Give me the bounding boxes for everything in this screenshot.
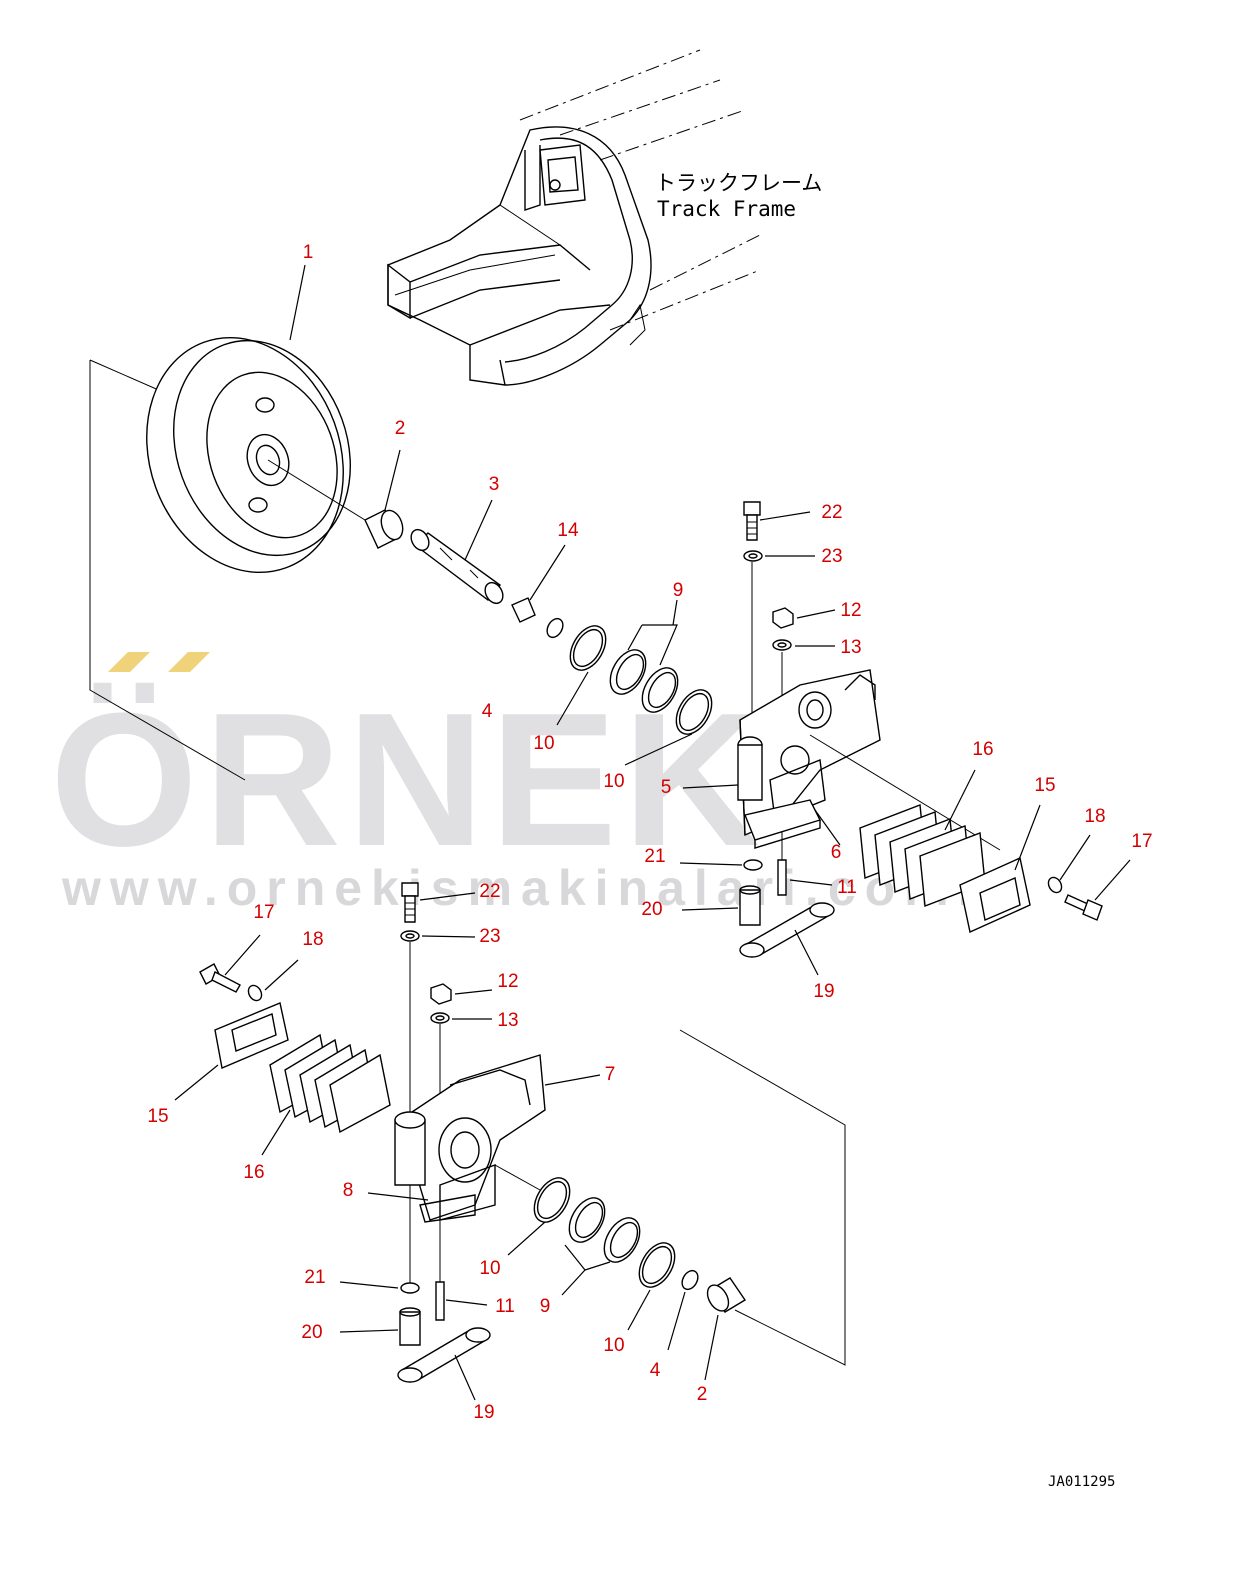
track-frame <box>387 49 761 386</box>
upper-lower-components <box>739 859 835 958</box>
callout-4: 4 <box>650 1360 661 1381</box>
o-ring-small-upper <box>546 617 564 639</box>
callout-16: 16 <box>243 1162 264 1183</box>
callout-22: 22 <box>479 881 500 902</box>
callout-9: 9 <box>540 1296 551 1317</box>
callout-5: 5 <box>661 777 672 798</box>
callout-10: 10 <box>603 1335 624 1356</box>
callout-16: 16 <box>972 739 993 760</box>
bushing-lower <box>706 1277 746 1313</box>
plug <box>511 597 536 623</box>
leader-lines <box>174 264 1131 1401</box>
callout-8: 8 <box>343 1180 354 1201</box>
callout-20: 20 <box>301 1322 322 1343</box>
umlaut-mark-left <box>108 652 150 672</box>
callout-22: 22 <box>821 502 842 523</box>
callout-10: 10 <box>603 771 624 792</box>
idler-shaft <box>410 528 504 605</box>
o-ring-small-lower <box>681 1269 699 1291</box>
callout-14: 14 <box>557 520 579 541</box>
bearing-housing-upper <box>737 669 1001 851</box>
umlaut-mark-right <box>168 652 210 672</box>
bracket-lower <box>214 1002 289 1069</box>
frame-label-en: Track Frame <box>657 197 796 221</box>
callout-19: 19 <box>473 1402 494 1423</box>
callout-4: 4 <box>482 701 493 722</box>
watermark-brand: ÖRNEK <box>50 674 766 886</box>
callout-2: 2 <box>697 1384 708 1405</box>
callout-1: 1 <box>303 242 314 263</box>
callout-10: 10 <box>479 1258 500 1279</box>
bolt-lower-left <box>199 963 241 993</box>
callout-15: 15 <box>1034 775 1055 796</box>
drawing-code: JA011295 <box>1048 1474 1115 1490</box>
callout-6: 6 <box>831 842 842 863</box>
callout-3: 3 <box>489 474 500 495</box>
lower-bottom-components <box>397 1281 491 1383</box>
callout-2: 2 <box>395 418 406 439</box>
callout-23: 23 <box>479 926 500 947</box>
bushing-upper <box>364 509 404 549</box>
callout-13: 13 <box>497 1010 518 1031</box>
bearing-housing-lower <box>394 1054 546 1223</box>
callout-21: 21 <box>644 846 665 867</box>
shims-upper <box>859 804 986 907</box>
lower-fastener-stack <box>400 882 452 1290</box>
callout-11: 11 <box>495 1296 515 1317</box>
washer-lower-left <box>247 984 263 1002</box>
seal-rings-lower <box>533 1177 676 1288</box>
watermark: ÖRNEK www.ornekismakinalari.com.tr <box>50 652 1026 916</box>
washer-upper-right <box>1047 876 1063 894</box>
idler-wheel <box>146 336 366 574</box>
callout-12: 12 <box>497 971 518 992</box>
frame-label-jp: トラックフレーム <box>655 171 822 195</box>
callout-10: 10 <box>533 733 554 754</box>
callout-18: 18 <box>302 929 323 950</box>
callout-7: 7 <box>605 1064 616 1085</box>
shims-lower <box>269 1033 391 1134</box>
bolt-upper-right <box>1064 894 1103 921</box>
callout-12: 12 <box>840 600 861 621</box>
callout-17: 17 <box>253 902 274 923</box>
seal-rings-upper <box>569 625 713 735</box>
callout-15: 15 <box>147 1106 168 1127</box>
callout-21: 21 <box>304 1267 325 1288</box>
bracket-upper <box>959 857 1031 933</box>
callout-19: 19 <box>813 981 834 1002</box>
callout-23: 23 <box>821 546 842 567</box>
guard-plate-upper <box>744 799 821 849</box>
callout-numbers: 1 2 3 14 4 9 10 10 22 23 12 13 5 16 15 1… <box>147 242 1152 1423</box>
callout-20: 20 <box>641 899 662 920</box>
callout-18: 18 <box>1084 806 1105 827</box>
callout-11: 11 <box>837 877 857 898</box>
callout-17: 17 <box>1131 831 1152 852</box>
callout-9: 9 <box>673 580 684 601</box>
callout-13: 13 <box>840 637 861 658</box>
